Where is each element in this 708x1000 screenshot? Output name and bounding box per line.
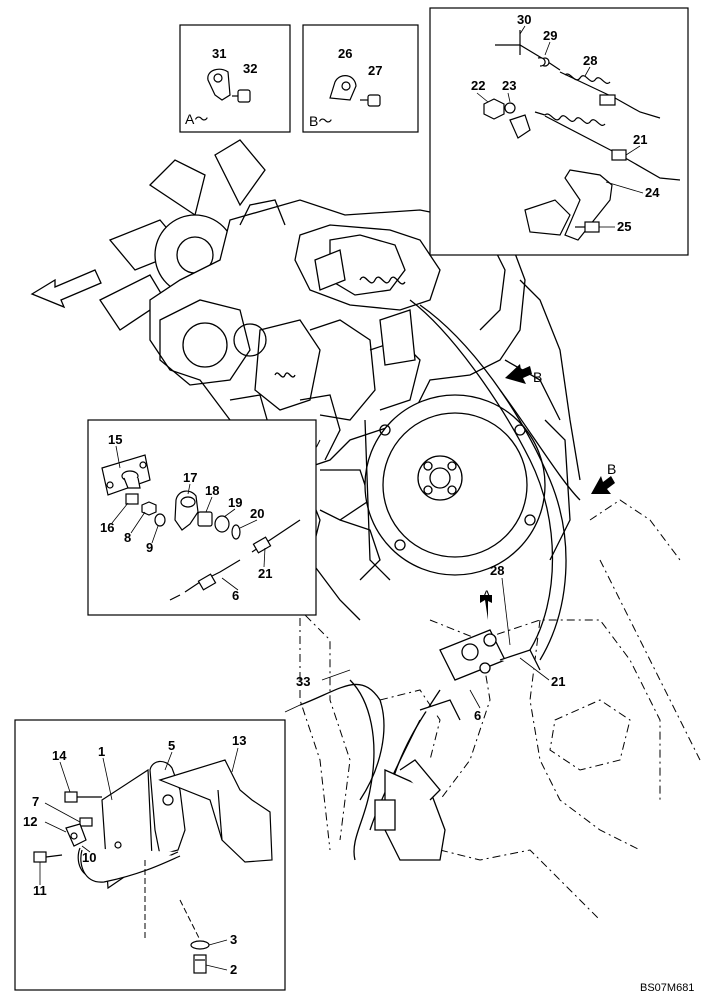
callout-9: 9 — [146, 540, 153, 555]
callout-28-main: 28 — [490, 563, 504, 578]
callout-11: 11 — [33, 883, 47, 898]
view-a-marker: A — [482, 587, 492, 603]
pedal-detail-parts — [33, 759, 273, 974]
main-leaders — [284, 577, 550, 713]
callout-13: 13 — [232, 733, 246, 748]
callout-3: 3 — [230, 932, 237, 947]
governor-bracket — [314, 249, 416, 366]
callout-1: 1 — [98, 744, 105, 759]
callout-19: 19 — [228, 495, 242, 510]
callout-22: 22 — [471, 78, 485, 93]
cable-detail-parts — [483, 30, 681, 241]
drawing-code: BS07M681 — [640, 982, 694, 994]
callout-18: 18 — [205, 483, 219, 498]
view-b-arrow-lower-icon — [591, 476, 615, 494]
direction-arrow-icon — [30, 269, 102, 309]
callout-6-main: 6 — [474, 708, 481, 723]
view-b-label: B～ — [309, 113, 332, 129]
callout-21-main: 21 — [551, 674, 565, 689]
callout-33: 33 — [296, 674, 310, 689]
engine-assembly — [99, 139, 581, 621]
callout-2: 2 — [230, 962, 237, 977]
callout-6-cable-end: 6 — [232, 588, 239, 603]
view-a-arrow-icon — [480, 595, 492, 620]
view-b-parts — [329, 75, 381, 107]
callout-16: 16 — [100, 520, 114, 535]
detail-box-view-b — [302, 24, 419, 133]
callout-32: 32 — [243, 61, 257, 76]
callout-29: 29 — [543, 28, 557, 43]
callout-5: 5 — [168, 738, 175, 753]
pedal-detail-dashed — [144, 860, 201, 941]
view-b-marker-lower: B — [607, 461, 616, 477]
callout-21-detail: 21 — [633, 132, 647, 147]
callout-28-detail: 28 — [583, 53, 597, 68]
callout-30: 30 — [517, 12, 531, 27]
view-a-label: A～ — [185, 111, 208, 127]
pedal-assembly — [374, 759, 446, 861]
frame-outline — [134, 439, 701, 961]
detail-box-view-a — [179, 24, 291, 133]
pedal-detail-leaders — [39, 747, 239, 971]
callout-7: 7 — [32, 794, 39, 809]
cable-end-parts — [101, 454, 301, 601]
view-b-arrow-upper-icon — [505, 364, 532, 384]
callout-24: 24 — [645, 185, 660, 200]
callout-10: 10 — [82, 850, 96, 865]
callout-20: 20 — [250, 506, 264, 521]
callout-14: 14 — [52, 748, 67, 763]
callout-8: 8 — [124, 530, 131, 545]
callout-26: 26 — [338, 46, 352, 61]
callout-31: 31 — [212, 46, 226, 61]
throttle-cables — [299, 299, 581, 861]
callout-27: 27 — [368, 63, 382, 78]
cable-end-leaders — [111, 445, 266, 591]
callout-25: 25 — [617, 219, 631, 234]
callout-23: 23 — [502, 78, 516, 93]
view-a-parts — [207, 68, 251, 103]
cable-detail-leaders — [476, 25, 644, 228]
callout-17: 17 — [183, 470, 197, 485]
callout-15: 15 — [108, 432, 122, 447]
view-b-marker-upper: B — [533, 369, 542, 385]
callout-12: 12 — [23, 814, 37, 829]
callout-21-cable-end: 21 — [258, 566, 272, 581]
throttle-bracket-a — [419, 629, 541, 721]
